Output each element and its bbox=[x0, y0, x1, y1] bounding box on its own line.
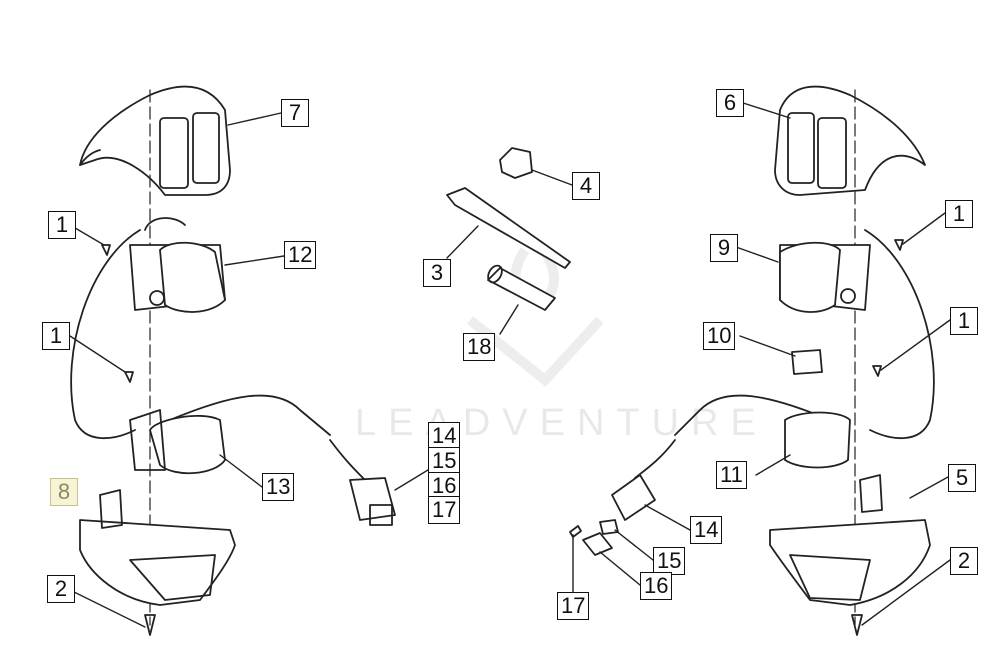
cable-tie bbox=[446, 187, 571, 269]
left-switch-assembly bbox=[129, 217, 226, 313]
sleeve-tube bbox=[487, 264, 556, 311]
wire-clip bbox=[499, 147, 533, 179]
callout-2-right: 2 bbox=[950, 547, 978, 575]
left-screw-bottom bbox=[144, 614, 156, 636]
callout-9: 9 bbox=[710, 234, 738, 262]
callout-18: 18 bbox=[463, 333, 496, 361]
right-connector bbox=[611, 474, 656, 521]
callout-17-right: 17 bbox=[557, 592, 590, 620]
callout-2-left: 2 bbox=[47, 575, 75, 603]
right-switch-block bbox=[784, 411, 851, 469]
callout-6: 6 bbox=[716, 89, 744, 117]
left-connector bbox=[349, 477, 396, 526]
callout-1-left-top: 1 bbox=[48, 211, 76, 239]
callout-1-right-top: 1 bbox=[945, 200, 973, 228]
watermark-text: LEADVENTURE bbox=[355, 402, 768, 444]
left-screw-mid bbox=[124, 371, 134, 383]
callout-15-left: 15 bbox=[428, 447, 461, 475]
left-upper-housing bbox=[79, 85, 231, 196]
callout-3: 3 bbox=[423, 259, 451, 287]
callout-7: 7 bbox=[281, 99, 309, 127]
right-screw-mid bbox=[872, 365, 882, 377]
callout-14-left: 14 bbox=[428, 422, 461, 450]
right-relay bbox=[791, 349, 823, 375]
right-switch-assembly bbox=[779, 241, 871, 313]
callout-1-right-mid: 1 bbox=[950, 307, 978, 335]
callout-5: 5 bbox=[948, 464, 976, 492]
left-lower-housing bbox=[79, 489, 236, 606]
callout-17-left: 17 bbox=[428, 496, 461, 524]
right-seal-small bbox=[599, 519, 619, 535]
callout-8: 8 bbox=[50, 478, 78, 506]
right-upper-housing bbox=[774, 85, 926, 196]
left-screw-top bbox=[101, 244, 111, 256]
callout-13: 13 bbox=[262, 473, 295, 501]
left-wire-harness bbox=[70, 229, 366, 481]
callout-1-left-mid: 1 bbox=[42, 322, 70, 350]
left-switch-block bbox=[129, 409, 226, 475]
callout-15-right: 15 bbox=[653, 547, 686, 575]
callout-14-right: 14 bbox=[690, 516, 723, 544]
right-lower-housing bbox=[769, 474, 931, 606]
right-pin-terminal bbox=[569, 525, 582, 538]
right-screw-bottom bbox=[851, 614, 863, 636]
callout-4: 4 bbox=[572, 172, 600, 200]
right-seal-plate bbox=[582, 532, 613, 556]
right-screw-top bbox=[894, 239, 904, 251]
leader-lines bbox=[69, 101, 951, 628]
callout-11: 11 bbox=[716, 461, 747, 489]
callout-12: 12 bbox=[284, 241, 317, 269]
callout-16-right: 16 bbox=[640, 572, 673, 600]
callout-10: 10 bbox=[703, 322, 736, 350]
